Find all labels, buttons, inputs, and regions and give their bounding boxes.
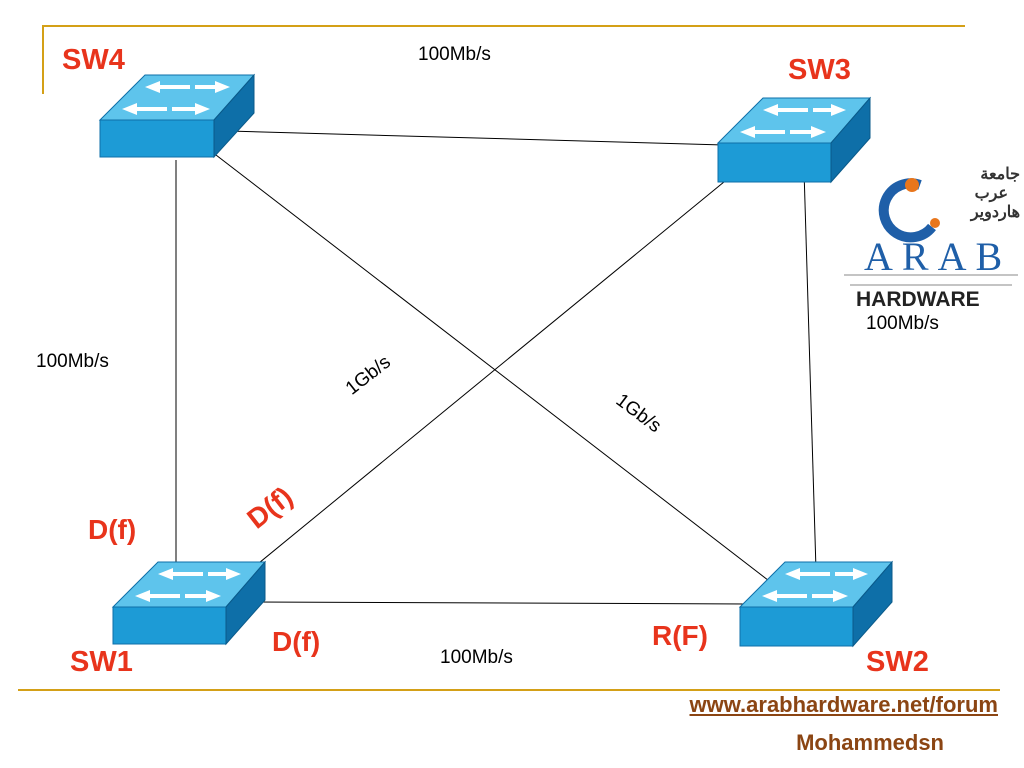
switch-side	[830, 96, 871, 184]
switch-sw1	[111, 560, 267, 646]
logo-arabic-line2: عرب	[974, 185, 1008, 202]
switch-front	[112, 606, 227, 645]
link-sw4-sw3	[227, 130, 725, 146]
arrows-icon	[740, 104, 846, 138]
logo-dot-small-icon	[930, 218, 940, 228]
footer-author: Mohammedsn	[796, 730, 944, 755]
logo-arabic-line3: هاردوير	[970, 204, 1020, 221]
switch-label-sw2: SW2	[866, 646, 929, 678]
link-sw4-sw2	[215, 154, 778, 588]
logo-word-hardware: HARDWARE	[856, 288, 980, 311]
switch-side	[852, 560, 893, 648]
link-sw1-sw2	[249, 601, 749, 605]
port-role-sw1-sw2: D(f)	[272, 626, 321, 657]
logo-word-arab: ARAB	[864, 234, 1012, 279]
arabhardware-logo: جامعة عرب هاردوير ARAB HARDWARE	[842, 165, 1022, 313]
port-role-sw1-sw4: D(f)	[88, 514, 137, 545]
switch-front	[739, 606, 854, 647]
footer-url-link[interactable]: www.arabhardware.net/forum	[689, 692, 998, 717]
speed-label-sw3-sw2: 100Mb/s	[866, 313, 939, 334]
switch-sw2	[738, 560, 894, 648]
arrows-icon	[135, 568, 241, 602]
switch-front	[717, 142, 832, 183]
arrows-icon	[762, 568, 868, 602]
logo-arabic-line1: جامعة	[980, 166, 1020, 183]
switch-label-sw3: SW3	[788, 54, 851, 86]
switch-side	[225, 560, 266, 646]
speed-label-sw4-sw3: 100Mb/s	[418, 44, 491, 65]
arrows-icon	[122, 81, 230, 115]
link-sw3-sw1	[236, 167, 742, 582]
switch-label-sw1: SW1	[70, 646, 133, 678]
speed-label-sw1-sw2: 100Mb/s	[440, 647, 513, 668]
switch-sw3	[716, 96, 872, 184]
links-group	[175, 130, 817, 605]
switch-front	[99, 119, 215, 158]
switch-side	[213, 73, 255, 159]
logo-dot-icon	[905, 178, 919, 192]
logo-graphic	[844, 178, 1018, 286]
link-sw3-sw2	[803, 169, 817, 571]
logo-ring-icon	[878, 178, 936, 243]
port-role-sw2-root: R(F)	[652, 620, 708, 651]
speed-label-sw4-sw1: 100Mb/s	[36, 351, 109, 372]
switch-sw4	[98, 73, 256, 159]
switch-label-sw4: SW4	[62, 44, 125, 76]
